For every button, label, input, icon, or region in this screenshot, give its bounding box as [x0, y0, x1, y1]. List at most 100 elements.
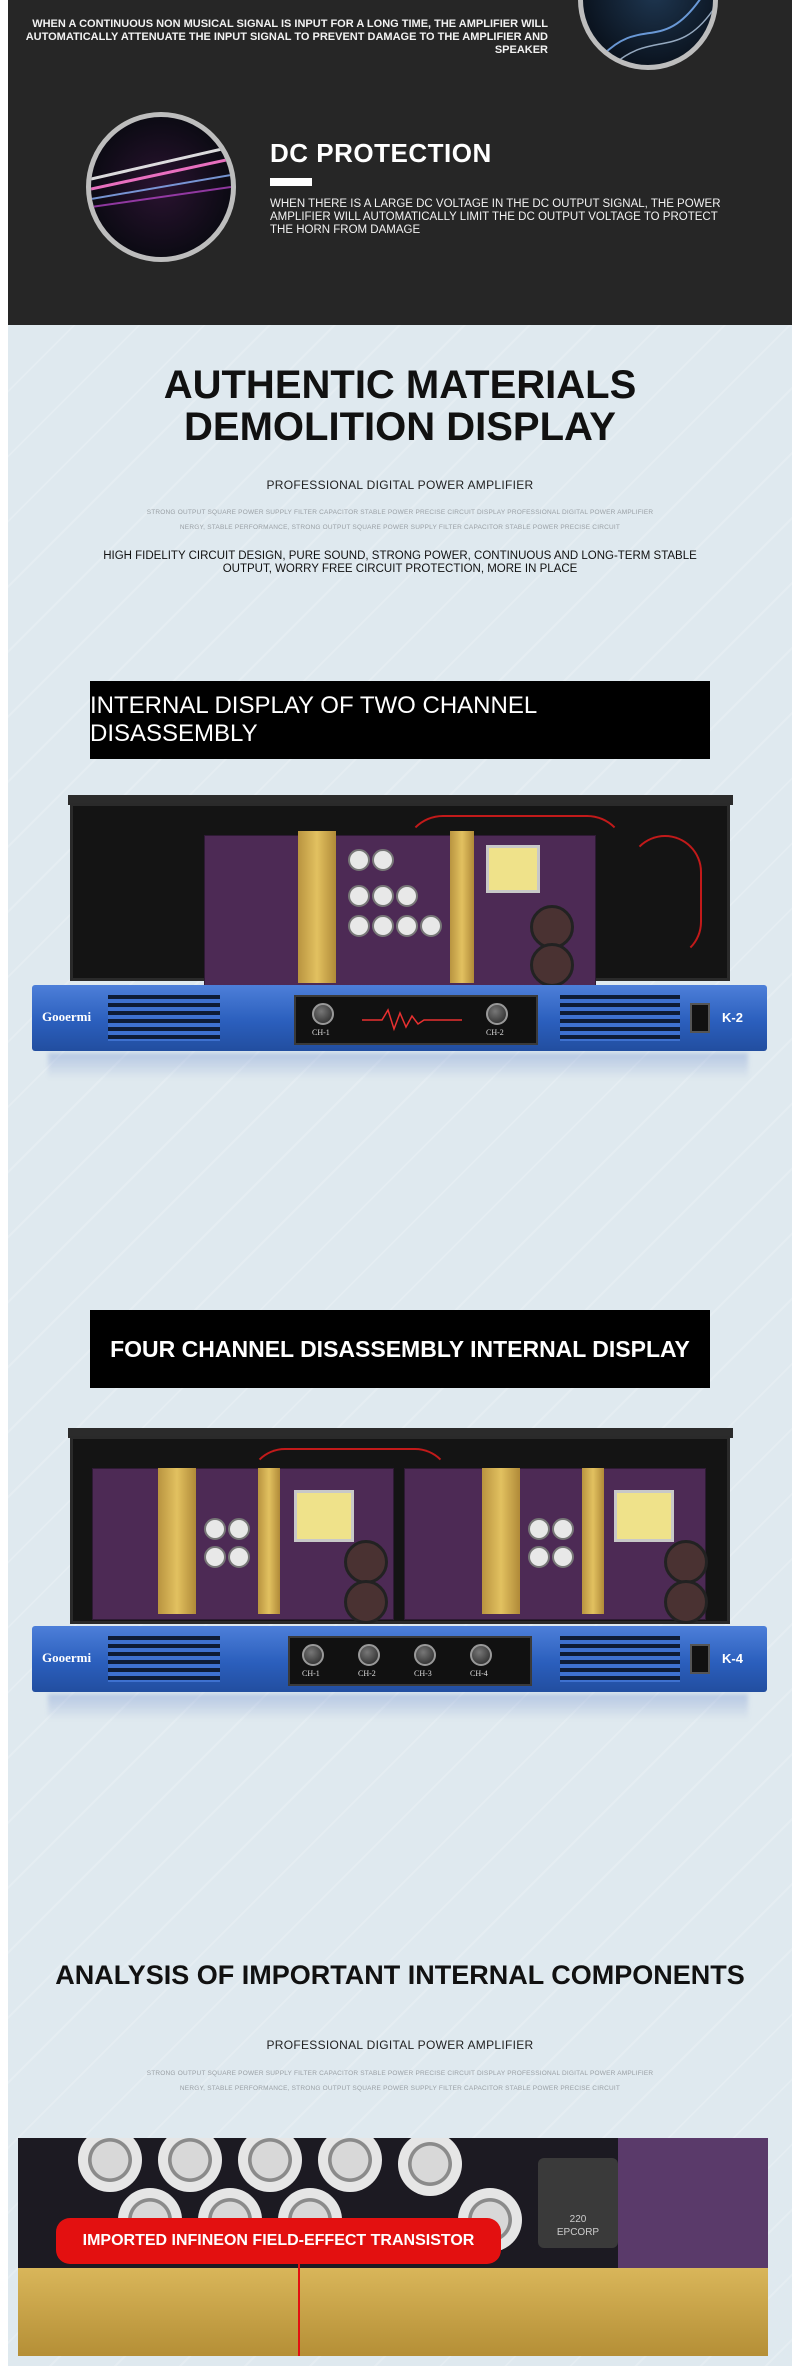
dc-protection-title: DC PROTECTION: [270, 138, 492, 168]
capacitor: [528, 1518, 550, 1540]
capacitor: [348, 849, 370, 871]
model-label: K-4: [722, 1651, 743, 1666]
circuit-board: [618, 2138, 768, 2278]
filter-capacitor: [530, 943, 574, 987]
capacitor: [528, 1546, 550, 1568]
capacitor: [348, 885, 370, 907]
control-display: CH-1 CH-2: [294, 995, 538, 1045]
ch2-label: CH-2: [486, 1028, 504, 1037]
capacitor: [552, 1546, 574, 1568]
capacitor: [318, 2138, 382, 2192]
analysis-title: ANALYSIS OF IMPORTANT INTERNAL COMPONENT…: [55, 1960, 745, 1990]
heatsink: [298, 831, 336, 983]
capacitor: [238, 2138, 302, 2192]
capacitor: [204, 1546, 226, 1568]
inductor-marking-2: EPCORP: [556, 2227, 600, 2238]
dc-protection-image: [86, 112, 236, 262]
capacitor: [552, 1518, 574, 1540]
light-streaks-icon: [91, 145, 231, 208]
materials-subtitle: PROFESSIONAL DIGITAL POWER AMPLIFIER: [266, 478, 534, 492]
capacitor: [396, 885, 418, 907]
materials-section: AUTHENTIC MATERIALS DEMOLITION DISPLAY P…: [8, 325, 792, 2366]
four-channel-amplifier-image: Gooermi CH-1 CH-2 CH-3 CH-4 K-4: [8, 1428, 792, 1728]
components-photo: 220 EPCORP: [18, 2138, 768, 2356]
capacitor: [228, 1518, 250, 1540]
two-channel-banner: INTERNAL DISPLAY OF TWO CHANNEL DISASSEM…: [90, 681, 710, 759]
light-swirl-icon: [602, 0, 713, 65]
materials-fine-print-2: NERGY, STABLE PERFORMANCE, STRONG OUTPUT…: [179, 524, 621, 531]
capacitor: [204, 1518, 226, 1540]
filter-capacitor: [664, 1580, 708, 1624]
capacitor: [78, 2138, 142, 2192]
capacitor: [396, 915, 418, 937]
capacitor: [372, 915, 394, 937]
ch1-knob[interactable]: [312, 1003, 334, 1025]
materials-body: HIGH FIDELITY CIRCUIT DESIGN, PURE SOUND…: [103, 550, 697, 575]
heatsink: [482, 1468, 520, 1614]
power-switch[interactable]: [690, 1644, 710, 1674]
ch3-knob[interactable]: [414, 1644, 436, 1666]
heatsink: [18, 2268, 768, 2356]
transformer: [614, 1490, 674, 1542]
materials-title-line1: AUTHENTIC MATERIALS: [163, 363, 637, 407]
two-channel-amplifier-image: Gooermi CH-1 CH-2 K-2: [8, 795, 792, 1085]
waveform-icon: [362, 1008, 462, 1032]
analysis-fine-print-1: STRONG OUTPUT SQUARE POWER SUPPLY FILTER…: [146, 2070, 654, 2077]
transistor-callout: IMPORTED INFINEON FIELD-EFFECT TRANSISTO…: [56, 2218, 501, 2264]
signal-protection-image: [578, 0, 718, 70]
capacitor: [228, 1546, 250, 1568]
filter-capacitor: [344, 1540, 388, 1584]
heatsink: [582, 1468, 604, 1614]
circuit-board: [404, 1468, 706, 1620]
ch1-label: CH-1: [302, 1669, 320, 1678]
capacitor: [420, 915, 442, 937]
chassis-lid: [68, 1428, 733, 1438]
vent-grill: [108, 995, 220, 1041]
power-switch[interactable]: [690, 1003, 710, 1033]
ch4-label: CH-4: [470, 1669, 488, 1678]
capacitor: [398, 2138, 462, 2196]
filter-capacitor: [344, 1580, 388, 1624]
materials-fine-print-1: STRONG OUTPUT SQUARE POWER SUPPLY FILTER…: [146, 509, 654, 516]
capacitor: [348, 915, 370, 937]
analysis-subtitle: PROFESSIONAL DIGITAL POWER AMPLIFIER: [266, 2038, 534, 2052]
analysis-fine-print-2: NERGY, STABLE PERFORMANCE, STRONG OUTPUT…: [179, 2085, 621, 2092]
ch1-label: CH-1: [312, 1028, 330, 1037]
wire: [403, 815, 627, 899]
reflection: [48, 1053, 748, 1079]
vent-grill: [560, 995, 680, 1041]
four-channel-banner: FOUR CHANNEL DISASSEMBLY INTERNAL DISPLA…: [90, 1310, 710, 1388]
model-label: K-2: [722, 1010, 743, 1025]
ch4-knob[interactable]: [470, 1644, 492, 1666]
materials-title-line2: DEMOLITION DISPLAY: [184, 405, 616, 449]
callout-pointer: [298, 2262, 300, 2356]
ch2-label: CH-2: [358, 1669, 376, 1678]
reflection: [48, 1694, 748, 1720]
ch2-knob[interactable]: [486, 1003, 508, 1025]
inductor-marking-1: 220: [569, 2214, 587, 2225]
transformer: [486, 845, 540, 893]
vent-grill: [560, 1636, 680, 1682]
control-display: CH-1 CH-2 CH-3 CH-4: [288, 1636, 532, 1686]
signal-protection-description: WHEN A CONTINUOUS NON MUSICAL SIGNAL IS …: [25, 18, 548, 56]
vent-grill: [108, 1636, 220, 1682]
heatsink: [158, 1468, 196, 1614]
protection-features-section: WHEN A CONTINUOUS NON MUSICAL SIGNAL IS …: [8, 0, 792, 325]
transformer: [294, 1490, 354, 1542]
heatsink: [450, 831, 474, 983]
wire: [628, 835, 702, 959]
ch2-knob[interactable]: [358, 1644, 380, 1666]
brand-logo: Gooermi: [42, 1009, 92, 1024]
wire: [248, 1448, 452, 1522]
capacitor: [372, 849, 394, 871]
capacitor: [158, 2138, 222, 2192]
ch1-knob[interactable]: [302, 1644, 324, 1666]
four-channel-front-panel: Gooermi CH-1 CH-2 CH-3 CH-4 K-4: [32, 1626, 767, 1692]
brand-logo: Gooermi: [42, 1650, 92, 1665]
filter-capacitor: [664, 1540, 708, 1584]
two-channel-front-panel: Gooermi CH-1 CH-2 K-2: [32, 985, 767, 1051]
chassis-lid: [68, 795, 733, 805]
capacitor: [372, 885, 394, 907]
ch3-label: CH-3: [414, 1669, 432, 1678]
